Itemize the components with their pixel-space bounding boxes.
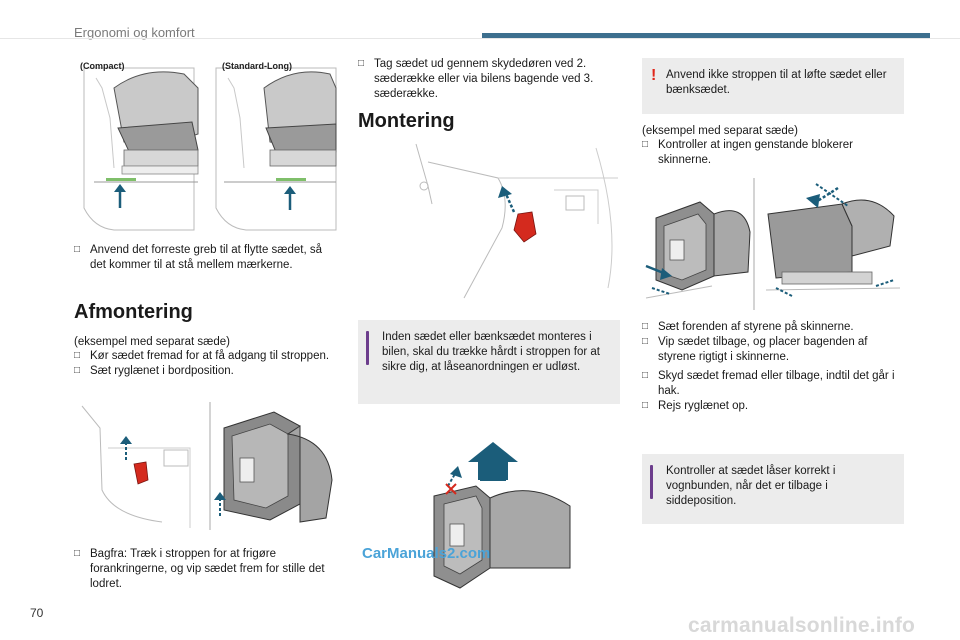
note-text: Anvend ikke stroppen til at løfte sædet … xyxy=(666,69,887,97)
strap-panel xyxy=(81,402,211,530)
figure-lift-seat xyxy=(420,428,620,596)
check-box-icon: □ xyxy=(642,400,649,412)
figure-caption-standard-long: (Standard-Long) xyxy=(222,61,292,71)
list-item: □ Anvend det forreste greb til at flytte … xyxy=(74,243,336,273)
running-header: Ergonomi og komfort xyxy=(74,25,195,40)
info-note-strap: Inden sædet eller bænksædet monteres i b… xyxy=(358,320,620,404)
check-box-icon: □ xyxy=(74,244,81,255)
info-bar-icon xyxy=(366,331,369,365)
check-box-icon: □ xyxy=(642,321,649,332)
list-item: □ Rejs ryglænet op. xyxy=(642,399,904,414)
list-item-text: Rejs ryglænet op. xyxy=(658,400,749,413)
header-accent-bar xyxy=(482,33,930,38)
list-item-text: Kør sædet fremad for at få adgang til st… xyxy=(90,350,330,362)
bullet-list-takeout: □ Tag sædet ud gennem skydedøren ved 2. s… xyxy=(358,57,620,103)
check-box-icon: □ xyxy=(642,336,649,348)
figure-strap-release xyxy=(74,400,338,532)
bullet-list-rails: □ Kontroller at ingen genstande blokerer … xyxy=(642,138,904,168)
bullet-list-fit: □ Sæt forenden af styrene på skinnerne. □… xyxy=(642,320,904,366)
example-note: (eksempel med separat sæde) xyxy=(74,336,230,348)
list-item: □ Vip sædet tilbage, og placer bagenden a… xyxy=(642,335,904,365)
note-text: Kontroller at sædet låser korrekt i vogn… xyxy=(666,465,836,508)
check-box-icon: □ xyxy=(74,365,81,377)
bullet-list-lock: □ Skyd sædet fremad eller tilbage, indtil… xyxy=(642,369,904,415)
list-item: □ Bagfra: Træk i stroppen for at frigøre … xyxy=(74,547,336,593)
info-note-lock: Kontroller at sædet låser korrekt i vogn… xyxy=(642,454,904,524)
info-bar-icon xyxy=(650,465,653,499)
section-heading-montering: Montering xyxy=(358,110,455,132)
check-box-icon: □ xyxy=(74,548,81,559)
check-box-icon: □ xyxy=(358,58,365,69)
footer-watermark: carmanualsonline.info xyxy=(688,614,916,637)
exclamation-icon: ! xyxy=(651,67,657,84)
list-item-text: Vip sædet tilbage, og placer bagenden af… xyxy=(658,336,868,364)
bullet-list-adjust: □ Anvend det forreste greb til at flytte … xyxy=(74,243,336,273)
list-item: □ Tag sædet ud gennem skydedøren ved 2. s… xyxy=(358,57,620,103)
figure-install-seat xyxy=(642,176,904,312)
list-item-text: Tag sædet ud gennem skydedøren ved 2. sæ… xyxy=(374,58,594,101)
list-item-text: Bagfra: Træk i stroppen for at frigøre f… xyxy=(90,548,325,591)
warning-note-strap: ! Anvend ikke stroppen til at løfte sæde… xyxy=(642,58,904,114)
figure-seat-position-marks: (Compact) (Standard-Long) xyxy=(74,58,338,236)
page-number: 70 xyxy=(30,606,44,620)
bullet-list-remove: □ Kør sædet fremad for at få adgang til s… xyxy=(74,349,336,379)
bullet-list-rear: □ Bagfra: Træk i stroppen for at frigøre … xyxy=(74,547,336,593)
section-heading-afmontering: Afmontering xyxy=(74,301,193,323)
standard-long-panel xyxy=(215,67,337,231)
seat-tilt-panel xyxy=(214,411,333,523)
compact-panel xyxy=(83,67,199,231)
check-box-icon: □ xyxy=(74,350,81,361)
list-item: □ Sæt forenden af styrene på skinnerne. xyxy=(642,320,904,335)
check-box-icon: □ xyxy=(642,139,649,150)
header-rule xyxy=(0,38,960,39)
watermark-carmanuals: CarManuals2.com xyxy=(362,545,491,562)
list-item-text: Sæt ryglænet i bordposition. xyxy=(90,365,234,378)
list-item-text: Sæt forenden af styrene på skinnerne. xyxy=(658,321,854,333)
list-item: □ Sæt ryglænet i bordposition. xyxy=(74,364,336,379)
figure-caption-compact: (Compact) xyxy=(80,61,125,71)
list-item: □ Kontroller at ingen genstande blokerer … xyxy=(642,138,904,168)
example-note: (eksempel med separat sæde) xyxy=(642,125,798,137)
list-item-text: Skyd sædet fremad eller tilbage, indtil … xyxy=(658,370,895,398)
front-guides-panel xyxy=(645,178,755,310)
list-item: □ Skyd sædet fremad eller tilbage, indtil… xyxy=(642,369,904,399)
list-item-text: Kontroller at ingen genstande blokerer s… xyxy=(658,139,853,167)
figure-pull-strap xyxy=(398,138,620,306)
list-item-text: Anvend det forreste greb til at flytte s… xyxy=(90,244,323,272)
note-text: Inden sædet eller bænksædet monteres i b… xyxy=(382,331,600,374)
list-item: □ Kør sædet fremad for at få adgang til s… xyxy=(74,349,336,364)
check-box-icon: □ xyxy=(642,370,649,381)
rear-guides-panel xyxy=(765,183,901,297)
